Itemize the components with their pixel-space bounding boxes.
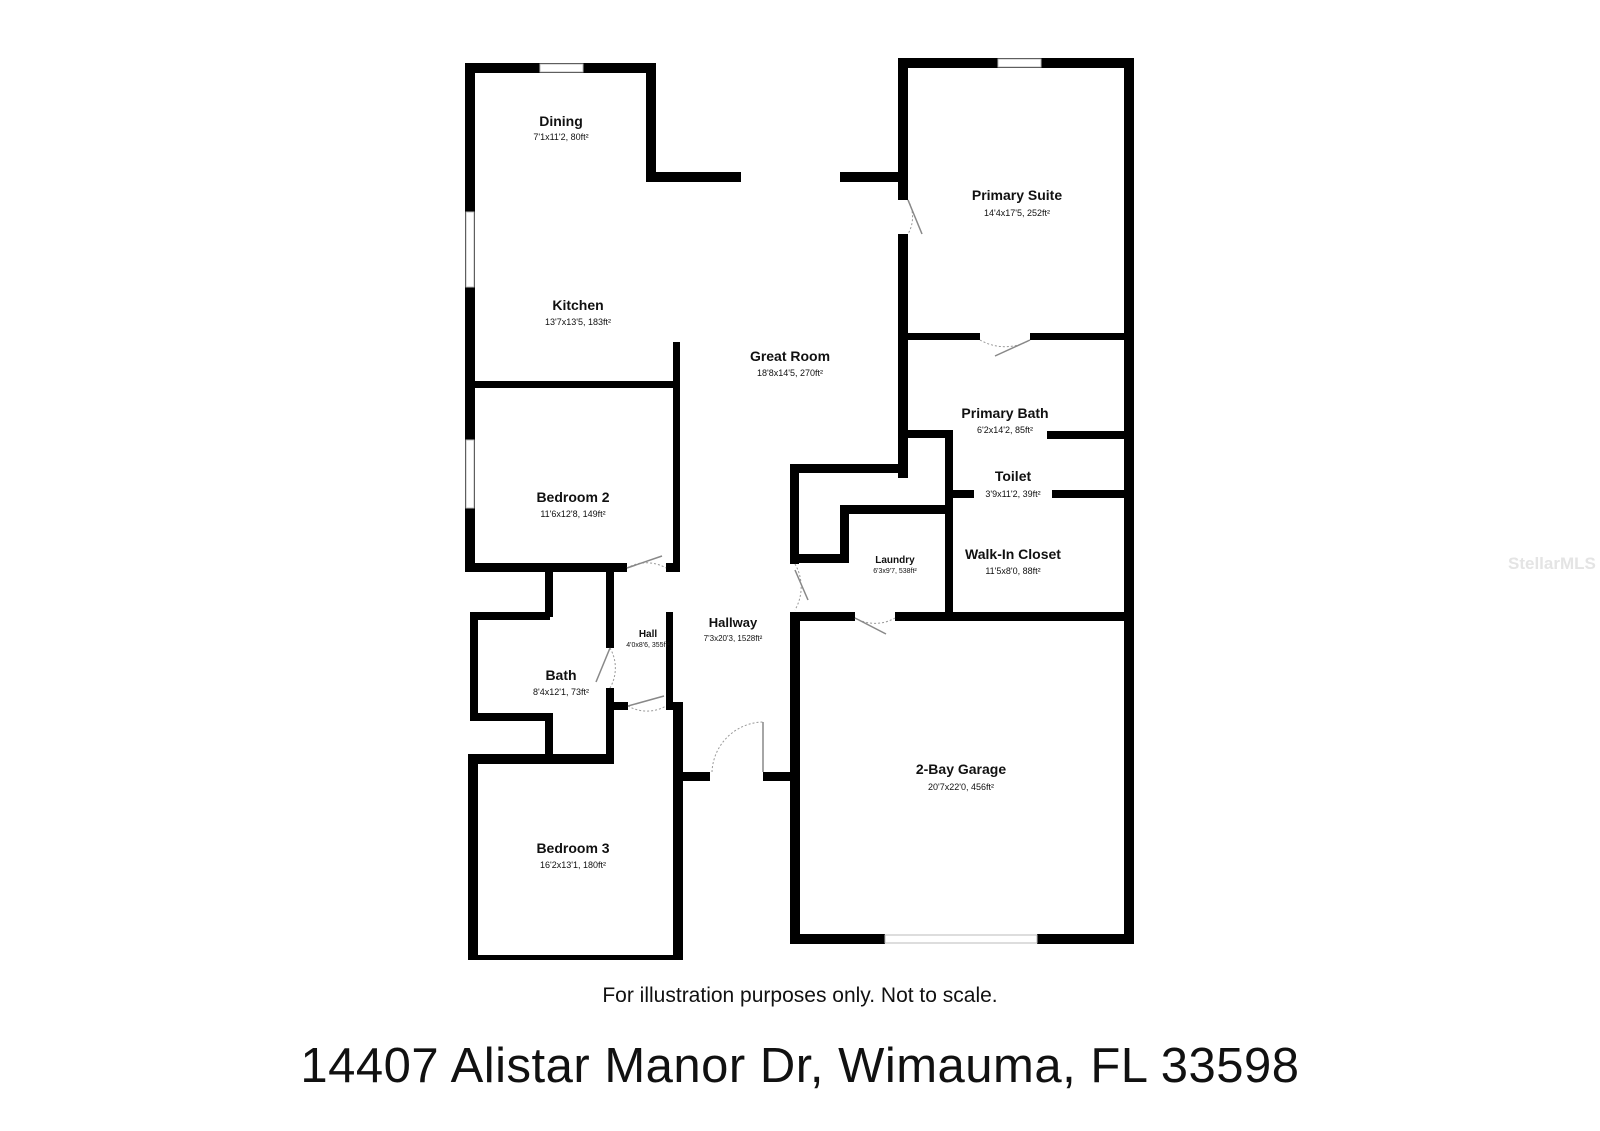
room-name-laundry: Laundry <box>875 555 915 566</box>
wall <box>1052 490 1127 498</box>
door-leaf <box>627 695 665 707</box>
wall <box>898 58 908 200</box>
room-name-garage: 2-Bay Garage <box>916 761 1006 777</box>
room-dims-kitchen: 13'7x13'5, 183ft² <box>545 317 611 327</box>
wall <box>840 172 900 182</box>
door-leaf <box>595 647 611 683</box>
door-swing <box>854 617 896 624</box>
door-swing <box>609 647 616 689</box>
wall <box>673 342 680 570</box>
windows <box>465 58 1042 944</box>
room-name-hallway: Hallway <box>709 615 758 630</box>
door-leaf <box>794 569 809 601</box>
room-labels: Dining 7'1x11'2, 80ft² Primary Suite 14'… <box>533 113 1062 870</box>
room-name-great-room: Great Room <box>750 348 830 364</box>
door-leaf <box>994 339 1031 357</box>
room-dims-hall: 4'0x8'6, 355ft² <box>626 642 670 649</box>
wall <box>790 612 800 944</box>
wall <box>790 464 908 473</box>
wall <box>790 464 799 564</box>
room-name-primary-bath: Primary Bath <box>961 405 1048 421</box>
window <box>465 211 475 288</box>
wall <box>468 754 614 764</box>
wall <box>465 381 677 388</box>
window <box>884 934 1038 944</box>
wall <box>465 563 627 572</box>
wall <box>606 570 614 648</box>
disclaimer-text: For illustration purposes only. Not to s… <box>602 984 998 1007</box>
door-leaf <box>907 199 923 235</box>
door-swing <box>794 563 802 611</box>
wall <box>1030 333 1127 340</box>
window <box>465 439 475 509</box>
wall <box>945 430 953 614</box>
room-name-bath: Bath <box>545 667 576 683</box>
wall <box>673 702 683 960</box>
room-dims-laundry: 6'3x9'7, 538ft² <box>873 568 917 575</box>
room-dims-bedroom-3: 16'2x13'1, 180ft² <box>540 860 606 870</box>
room-name-dining: Dining <box>539 113 583 129</box>
wall <box>666 563 680 572</box>
wall <box>465 63 475 570</box>
door-swing <box>979 339 1031 348</box>
door-swing <box>711 721 764 773</box>
room-name-primary-suite: Primary Suite <box>972 187 1062 203</box>
room-name-walk-in-closet: Walk-In Closet <box>965 546 1061 562</box>
wall <box>646 172 741 182</box>
room-dims-primary-bath: 6'2x14'2, 85ft² <box>977 425 1033 435</box>
wall <box>790 934 885 944</box>
room-name-bedroom-2: Bedroom 2 <box>536 489 609 505</box>
wall <box>895 612 1134 621</box>
wall <box>545 570 553 617</box>
wall <box>468 754 478 960</box>
wall <box>680 772 710 781</box>
room-dims-dining: 7'1x11'2, 80ft² <box>533 132 588 142</box>
room-dims-bedroom-2: 11'6x12'8, 149ft² <box>540 509 605 519</box>
window <box>539 63 584 73</box>
room-dims-hallway: 7'3x20'3, 1528ft² <box>704 634 763 643</box>
door-swing <box>626 562 667 569</box>
wall <box>790 612 855 621</box>
wall <box>790 554 848 563</box>
room-name-toilet: Toilet <box>995 468 1032 484</box>
wall <box>1047 431 1127 439</box>
wall <box>468 955 683 960</box>
wall <box>470 612 550 620</box>
wall <box>470 612 478 720</box>
wall <box>545 713 553 761</box>
room-dims-toilet: 3'9x11'2, 39ft² <box>985 489 1040 499</box>
wall <box>666 612 673 702</box>
window <box>997 58 1042 68</box>
floor-plan: Dining 7'1x11'2, 80ft² Primary Suite 14'… <box>465 58 1134 960</box>
wall <box>606 688 614 758</box>
wall <box>1124 58 1134 944</box>
wall <box>950 490 974 498</box>
room-dims-primary-suite: 14'4x17'5, 252ft² <box>984 208 1050 218</box>
watermark: StellarMLS <box>1508 554 1596 573</box>
room-dims-bath: 8'4x12'1, 73ft² <box>533 687 589 697</box>
wall <box>905 333 980 340</box>
wall <box>898 234 908 478</box>
room-dims-great-room: 18'8x14'5, 270ft² <box>757 368 823 378</box>
room-name-kitchen: Kitchen <box>552 297 603 313</box>
wall <box>470 713 550 721</box>
wall <box>1037 934 1134 944</box>
room-dims-walk-in-closet: 11'5x8'0, 88ft² <box>985 566 1040 576</box>
room-name-bedroom-3: Bedroom 3 <box>536 840 609 856</box>
wall <box>612 702 628 710</box>
doors <box>595 199 1031 773</box>
room-dims-garage: 20'7x22'0, 456ft² <box>928 782 994 792</box>
door-swing <box>627 705 667 712</box>
property-address: 14407 Alistar Manor Dr, Wimauma, FL 3359… <box>300 1039 1300 1093</box>
door-swing <box>907 199 914 235</box>
wall <box>840 505 849 563</box>
wall <box>908 430 952 438</box>
wall <box>840 505 950 514</box>
door-leaf <box>854 617 887 635</box>
door-leaf <box>626 555 663 569</box>
wall <box>646 63 656 180</box>
wall <box>763 772 790 781</box>
room-name-hall: Hall <box>639 629 658 640</box>
